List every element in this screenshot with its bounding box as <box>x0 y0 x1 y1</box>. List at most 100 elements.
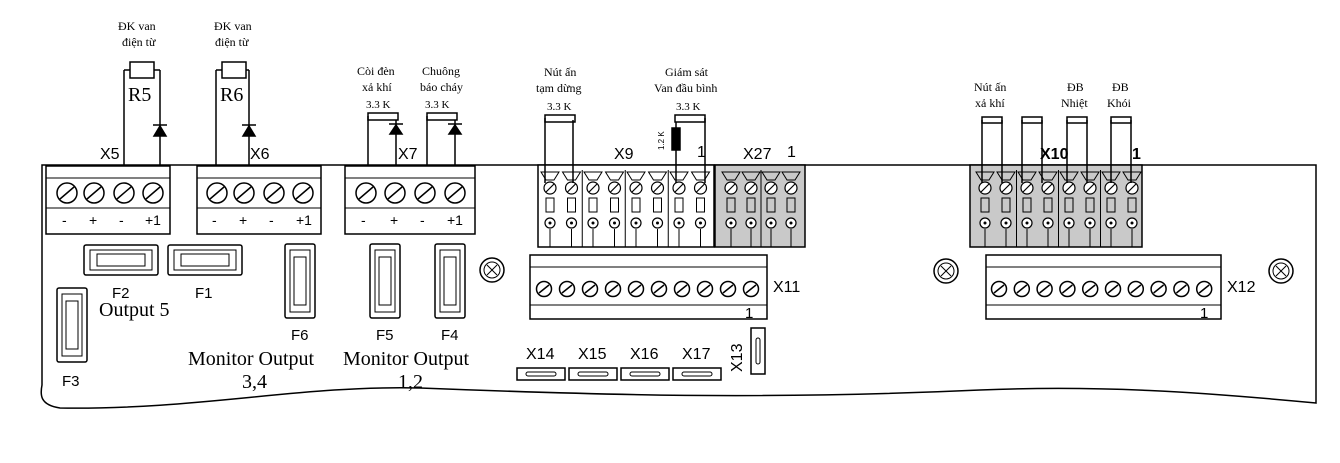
jumper-x15 <box>568 367 618 381</box>
fuse-f5 <box>369 243 401 319</box>
plug-terminal-icon <box>1122 171 1142 247</box>
plug-terminal-icon <box>583 171 603 247</box>
coil-caption: ĐK van <box>214 19 252 33</box>
x10-caption: Nút ấn <box>974 80 1006 94</box>
terminal-block-x9 <box>537 164 715 248</box>
terminal-block-x27 <box>714 164 806 248</box>
terminal-block-x12 <box>985 254 1222 320</box>
mounting-screw-icon <box>933 258 959 284</box>
terminal-screw-icon <box>1173 280 1190 298</box>
monitor-output-12-label: Monitor Output <box>343 348 470 370</box>
fuse-f4 <box>434 243 466 319</box>
plug-terminal-icon <box>561 171 582 247</box>
terminal-screw-icon <box>1013 280 1031 298</box>
pin-one-label: 1 <box>745 305 753 322</box>
polarity-label: - <box>361 212 366 228</box>
connector-label-x12: X12 <box>1227 279 1256 296</box>
x9-caption: Nút ấn <box>544 65 576 79</box>
fuse-label-f4: F4 <box>441 327 459 344</box>
coil-caption: điện từ <box>215 35 249 49</box>
terminal-screw-icon <box>1036 280 1053 298</box>
pin-one-label: 1 <box>697 144 706 161</box>
mounting-screw-icon <box>479 257 505 283</box>
terminal-screw-icon <box>719 280 737 298</box>
mounting-screw-icon <box>1268 258 1294 284</box>
connector-label-x17: X17 <box>682 346 711 363</box>
plug-terminal-icon <box>781 171 801 247</box>
jumper-x16 <box>620 367 670 381</box>
jumper-x14 <box>516 367 566 381</box>
fuse-f6 <box>284 243 316 319</box>
connector-label-x5: X5 <box>100 146 120 163</box>
fuse-label-f1: F1 <box>195 285 213 302</box>
terminal-block-x5: - + - +1 <box>45 165 171 235</box>
x10-caption: ĐB <box>1112 80 1129 94</box>
x7-components: Còi đèn xả khí Chuông báo cháy 3.3 K 3.3… <box>357 64 463 166</box>
fuse-label-f3: F3 <box>62 373 80 390</box>
plug-terminal-icon <box>1080 171 1100 247</box>
terminal-block-x10 <box>969 164 1143 248</box>
connector-label-x9: X9 <box>614 146 634 163</box>
terminal-screw-icon <box>1059 280 1076 298</box>
plug-terminal-icon <box>741 171 761 247</box>
connector-label-x14: X14 <box>526 346 555 363</box>
fuse-f3 <box>56 287 88 363</box>
connector-label-x11: X11 <box>773 279 800 296</box>
resistor-value: 3.3 K <box>425 99 450 111</box>
monitor-output-34-sub: 3,4 <box>242 371 267 393</box>
terminal-screw-icon <box>1081 280 1099 298</box>
monitor-output-34-label: Monitor Output <box>188 348 315 370</box>
connector-label-x16: X16 <box>630 346 659 363</box>
resistor-value: 3.3 K <box>676 101 701 113</box>
jumper-x17 <box>672 367 722 381</box>
jumper-x13 <box>750 327 766 375</box>
plug-terminal-icon <box>996 171 1016 247</box>
polarity-label: +1 <box>447 212 463 228</box>
resistor-value: 1.2 K <box>657 131 666 150</box>
x7-caption: báo cháy <box>420 80 463 94</box>
connector-label-x15: X15 <box>578 346 607 363</box>
terminal-screw-icon <box>990 280 1008 298</box>
x7-caption: Còi đèn <box>357 64 395 78</box>
coil-caption: ĐK van <box>118 19 156 33</box>
plug-terminal-icon <box>669 171 689 247</box>
fuse-f1 <box>167 244 243 276</box>
polarity-label: + <box>390 212 398 228</box>
terminal-block-x11 <box>529 254 768 320</box>
x9-caption: Giám sát <box>665 65 709 79</box>
plug-terminal-icon <box>975 171 995 247</box>
pin-one-label: 1 <box>787 144 796 161</box>
terminal-screw-icon <box>1195 280 1213 298</box>
terminal-screw-icon <box>581 280 599 298</box>
x10-caption: ĐB <box>1067 80 1084 94</box>
output-label-5: Output 5 <box>99 299 170 321</box>
fuse-label-f6: F6 <box>291 327 309 344</box>
connector-label-x10: X10 <box>1040 146 1069 163</box>
coil-r5: ĐK van điện từ R5 <box>118 19 168 166</box>
connector-label-x6: X6 <box>250 146 270 163</box>
terminal-screw-icon <box>650 280 668 298</box>
pin-one-label: 1 <box>1200 305 1208 322</box>
plug-terminal-icon <box>626 171 646 247</box>
x10-caption: Khói <box>1107 96 1132 110</box>
x10-caption: xả khí <box>975 96 1005 110</box>
x7-caption: xả khí <box>362 80 392 94</box>
fuse-f2 <box>83 244 159 276</box>
terminal-block-x7: - + - +1 <box>344 165 476 235</box>
terminal-screw-icon <box>535 280 553 298</box>
plug-terminal-icon <box>1059 171 1079 247</box>
terminal-block-x6: - + - +1 <box>196 165 322 235</box>
terminal-screw-icon <box>604 280 622 298</box>
polarity-label: - <box>119 212 124 228</box>
terminal-screw-icon <box>1104 280 1122 298</box>
terminal-screw-icon <box>696 280 714 298</box>
fuse-label-f2: F2 <box>112 285 130 302</box>
x9-caption: Van đầu bình <box>654 81 717 95</box>
resistor-value: 3.3 K <box>547 101 572 113</box>
connector-label-x13: X13 <box>729 343 746 372</box>
polarity-label: +1 <box>296 212 312 228</box>
plug-terminal-icon <box>1038 171 1058 247</box>
terminal-screw-icon <box>742 280 760 298</box>
plug-terminal-icon <box>647 171 668 247</box>
